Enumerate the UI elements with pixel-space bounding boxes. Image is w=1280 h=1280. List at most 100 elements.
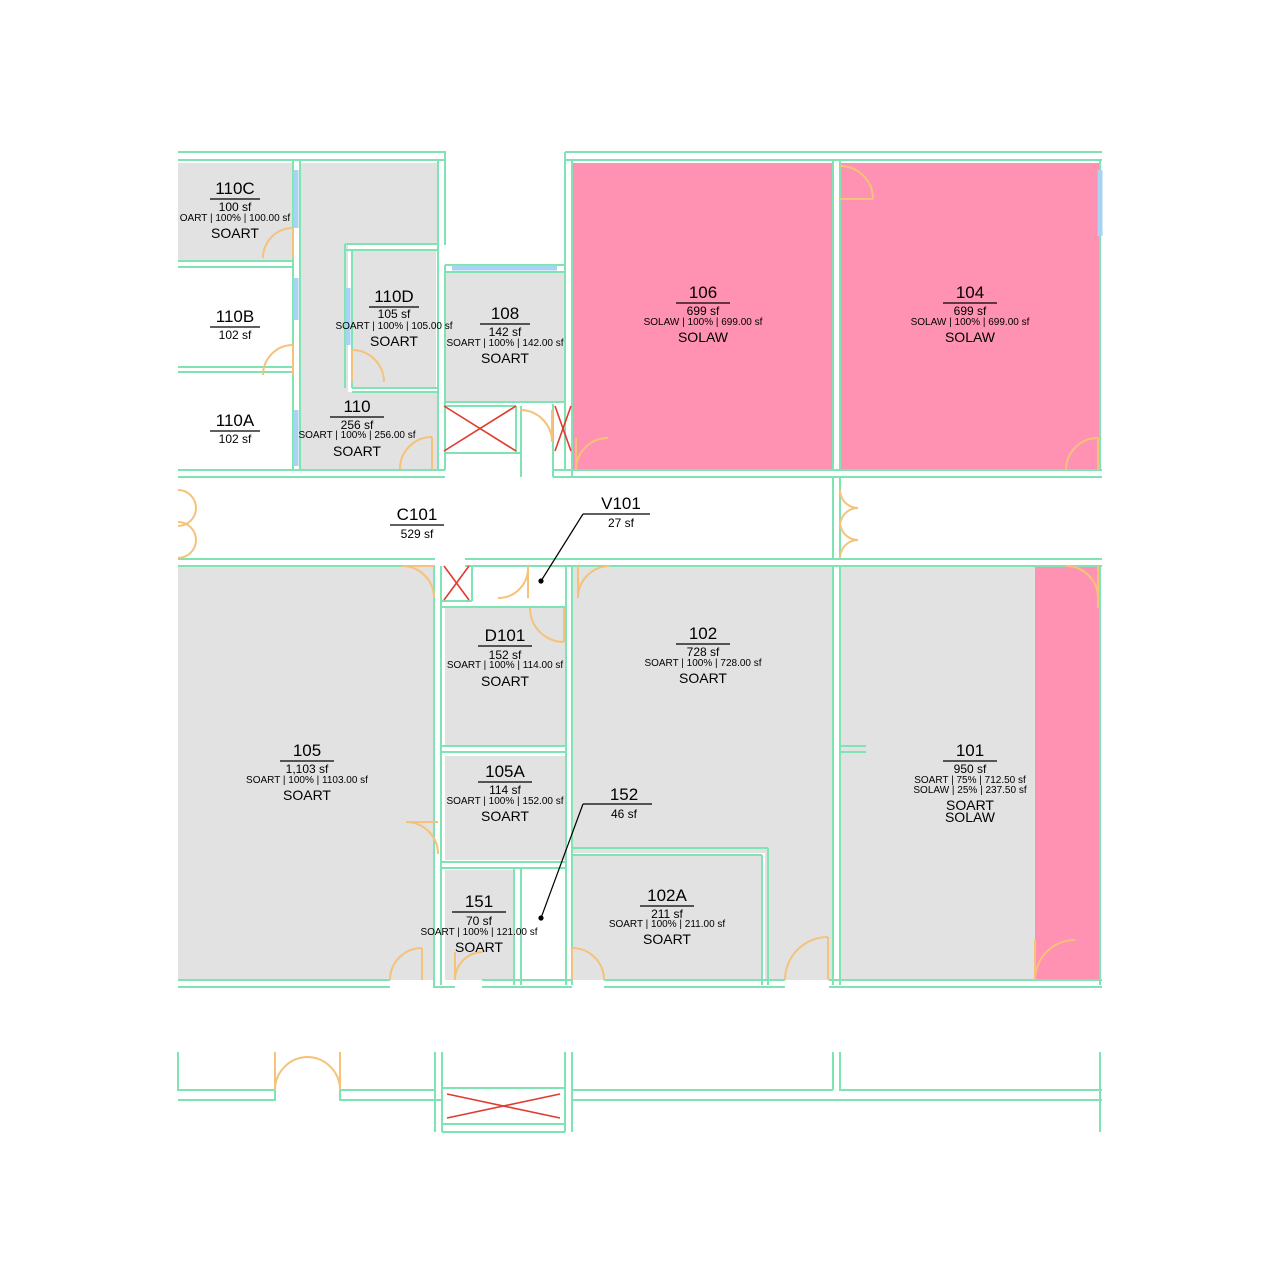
room-number: 102A	[647, 886, 687, 905]
room-area: 46 sf	[611, 807, 638, 821]
room-110c-label: 110C 100 sf OART | 100% | 100.00 sf SOAR…	[180, 179, 291, 241]
room-104-label: 104 699 sf SOLAW | 100% | 699.00 sf SOLA…	[911, 283, 1030, 345]
room-106-fill[interactable]	[573, 163, 833, 470]
room-number: 152	[610, 785, 638, 804]
room-number: 110A	[216, 411, 255, 430]
room-area: 102 sf	[219, 328, 252, 342]
room-allocation: SOART | 75% | 712.50 sf	[914, 775, 1026, 786]
room-105-label: 105 1,103 sf SOART | 100% | 1103.00 sf S…	[246, 741, 368, 803]
room-110-label: 110 256 sf SOART | 100% | 256.00 sf SOAR…	[298, 397, 415, 459]
room-number: 105	[293, 741, 321, 760]
room-number: 151	[465, 892, 493, 911]
room-allocation: SOART | 100% | 142.00 sf	[446, 338, 563, 349]
room-department: SOART	[211, 225, 259, 241]
room-allocation: SOLAW | 100% | 699.00 sf	[911, 317, 1030, 328]
room-108-fill[interactable]	[445, 272, 565, 402]
room-area: 529 sf	[401, 527, 434, 541]
room-department: SOART	[370, 333, 418, 349]
room-number: 110	[343, 397, 370, 416]
room-area: 256 sf	[341, 418, 374, 432]
doors	[177, 165, 1099, 1091]
room-110d-label: 110D 105 sf SOART | 100% | 105.00 sf SOA…	[335, 287, 452, 349]
room-area: 699 sf	[954, 304, 987, 318]
room-102a-fill[interactable]	[572, 855, 762, 980]
room-number: 104	[956, 283, 984, 302]
room-area: 142 sf	[489, 325, 522, 339]
walls	[177, 151, 1102, 1133]
room-area: 102 sf	[219, 432, 252, 446]
room-area: 114 sf	[489, 783, 521, 797]
room-110-fill-3	[348, 392, 438, 470]
room-allocation: SOART | 100% | 211.00 sf	[609, 919, 726, 930]
room-110d-fill[interactable]	[352, 250, 436, 388]
room-d101-fill[interactable]	[445, 607, 566, 746]
room-102-fill[interactable]	[572, 566, 833, 853]
room-allocation: SOART | 100% | 728.00 sf	[644, 658, 761, 669]
room-101-fill[interactable]	[840, 566, 1035, 980]
room-department: SOART	[481, 673, 529, 689]
room-allocation: SOLAW | 100% | 699.00 sf	[644, 317, 763, 328]
room-department: SOART	[679, 670, 727, 686]
room-110-fill[interactable]	[300, 163, 438, 245]
room-105a-label: 105A 114 sf SOART | 100% | 152.00 sf SOA…	[446, 762, 563, 824]
leader-lines	[538, 513, 584, 921]
room-area: 152 sf	[489, 648, 522, 662]
room-area: 27 sf	[608, 516, 635, 530]
room-151-fill[interactable]	[445, 870, 514, 980]
room-department: SOART	[946, 797, 994, 813]
room-allocation: OART | 100% | 100.00 sf	[180, 213, 291, 224]
room-number: 110D	[374, 287, 413, 306]
room-number: V101	[601, 494, 641, 513]
shaft-markers	[443, 405, 572, 1119]
room-department: SOART	[643, 931, 691, 947]
room-department: SOLAW	[678, 329, 729, 345]
room-area: 1,103 sf	[286, 762, 329, 776]
room-number: C101	[397, 505, 438, 524]
room-department: SOART	[481, 350, 529, 366]
room-allocation: SOART | 100% | 1103.00 sf	[246, 775, 368, 786]
room-101-label: 101 950 sf SOART | 75% | 712.50 sf SOLAW…	[913, 741, 1026, 825]
room-department: SOART	[283, 787, 331, 803]
room-allocation: SOART | 100% | 121.00 sf	[420, 927, 537, 938]
room-area: 105 sf	[378, 307, 411, 321]
room-152-label: 152 46 sf	[583, 785, 652, 821]
room-v101-label: V101 27 sf	[583, 494, 650, 530]
room-fills	[178, 163, 1100, 980]
room-151-label: 151 70 sf SOART | 100% | 121.00 sf SOART	[420, 892, 537, 955]
room-101-solaw-fill	[1035, 566, 1100, 980]
room-allocation: SOART | 100% | 152.00 sf	[446, 796, 563, 807]
room-number: 110B	[216, 307, 254, 326]
room-number: 102	[689, 624, 717, 643]
room-area: 728 sf	[687, 645, 720, 659]
room-area: 70 sf	[466, 914, 493, 928]
room-department: SOART	[455, 939, 503, 955]
room-area: 100 sf	[219, 200, 252, 214]
glazing	[293, 170, 1103, 466]
room-110a-label: 110A 102 sf	[210, 411, 260, 446]
room-110b-label: 110B 102 sf	[210, 307, 260, 342]
room-department: SOLAW	[945, 329, 996, 345]
room-allocation: SOART | 100% | 105.00 sf	[335, 321, 452, 332]
room-area: 950 sf	[954, 762, 987, 776]
room-department: SOART	[481, 808, 529, 824]
room-102-label: 102 728 sf SOART | 100% | 728.00 sf SOAR…	[644, 624, 761, 686]
room-110-fill-2	[300, 245, 348, 470]
room-number: 110C	[215, 179, 254, 198]
room-105-fill[interactable]	[178, 566, 434, 980]
room-allocation: SOART | 100% | 114.00 sf	[447, 660, 564, 671]
room-number: 105A	[485, 762, 525, 781]
room-105a-fill[interactable]	[445, 756, 566, 860]
room-102-fill-2	[765, 853, 833, 980]
room-department: SOLAW	[945, 809, 996, 825]
room-102a-label: 102A 211 sf SOART | 100% | 211.00 sf SOA…	[609, 886, 726, 947]
room-108-label: 108 142 sf SOART | 100% | 142.00 sf SOAR…	[446, 304, 563, 366]
room-number: D101	[485, 626, 526, 645]
room-104-fill[interactable]	[840, 163, 1100, 470]
room-area: 699 sf	[687, 304, 720, 318]
room-d101-label: D101 152 sf SOART | 100% | 114.00 sf SOA…	[447, 626, 564, 689]
room-number: 101	[956, 741, 984, 760]
room-number: 106	[689, 283, 717, 302]
room-c101-label: C101 529 sf	[390, 505, 444, 541]
room-110c-fill[interactable]	[178, 163, 293, 261]
